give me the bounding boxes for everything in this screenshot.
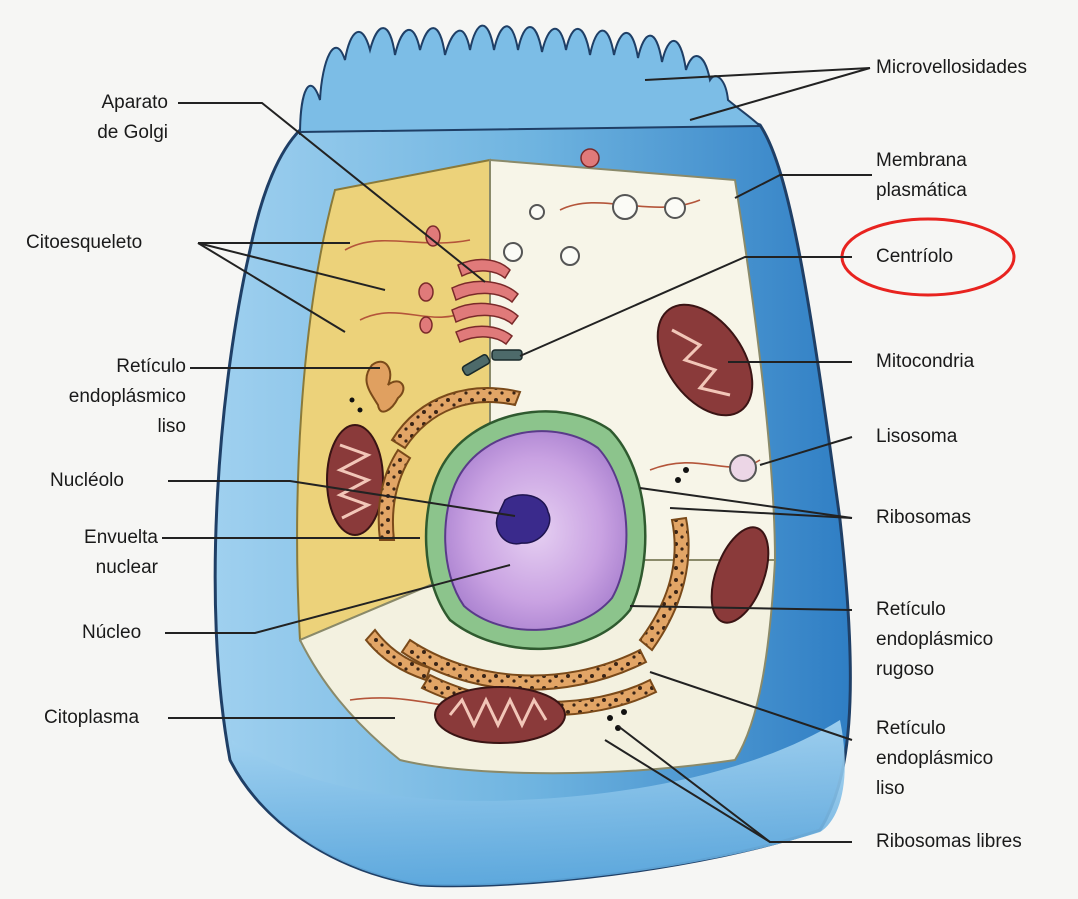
label-citoplasma: Citoplasma: [44, 703, 139, 733]
label-line: liso: [10, 412, 186, 442]
label-text: Citoplasma: [44, 707, 139, 728]
label-reticulo-rugoso: Retículo endoplásmico rugoso: [876, 595, 993, 685]
mitochondrion-left: [327, 425, 383, 535]
label-text: Ribosomas libres: [876, 831, 1022, 852]
label-text: Mitocondria: [876, 351, 974, 372]
label-reticulo-liso-right: Retículo endoplásmico liso: [876, 714, 993, 804]
label-ribosomas: Ribosomas: [876, 503, 971, 533]
label-citoesqueleto: Citoesqueleto: [26, 228, 142, 258]
label-mitocondria: Mitocondria: [876, 347, 974, 377]
label-text: Núcleo: [82, 622, 141, 643]
label-line: nuclear: [40, 553, 158, 583]
label-text: Centríolo: [876, 246, 953, 267]
label-nucleolo: Nucléolo: [50, 466, 124, 496]
label-line: Envuelta: [40, 523, 158, 553]
label-envuelta-nuclear: Envuelta nuclear: [40, 523, 158, 583]
label-line: Retículo: [10, 352, 186, 382]
label-line: Membrana: [876, 146, 967, 176]
label-line: Aparato: [40, 88, 168, 118]
label-lisosoma: Lisosoma: [876, 422, 957, 452]
label-line: rugoso: [876, 655, 993, 685]
label-line: endoplásmico: [876, 744, 993, 774]
label-line: endoplásmico: [10, 382, 186, 412]
mitochondrion-bottom: [435, 687, 565, 743]
label-text: Microvellosidades: [876, 57, 1027, 78]
label-text: Ribosomas: [876, 507, 971, 528]
microvilli: [300, 26, 760, 135]
label-line: de Golgi: [40, 118, 168, 148]
label-line: plasmática: [876, 176, 967, 206]
label-line: Retículo: [876, 714, 993, 744]
nucleolus: [497, 495, 550, 544]
label-text: Nucléolo: [50, 470, 124, 491]
label-line: liso: [876, 774, 993, 804]
nucleus: [426, 411, 645, 648]
lysosome: [730, 455, 756, 481]
label-nucleo: Núcleo: [82, 618, 141, 648]
label-text: Lisosoma: [876, 426, 957, 447]
label-microvellosidades: Microvellosidades: [876, 53, 1027, 83]
label-membrana-plasmatica: Membrana plasmática: [876, 146, 967, 206]
label-line: endoplásmico: [876, 625, 993, 655]
label-line: Retículo: [876, 595, 993, 625]
label-aparato-golgi: Aparato de Golgi: [40, 88, 168, 148]
label-text: Citoesqueleto: [26, 232, 142, 253]
label-ribosomas-libres: Ribosomas libres: [876, 827, 1022, 857]
label-reticulo-liso-left: Retículo endoplásmico liso: [10, 352, 186, 442]
label-centriolo: Centríolo: [876, 242, 953, 272]
